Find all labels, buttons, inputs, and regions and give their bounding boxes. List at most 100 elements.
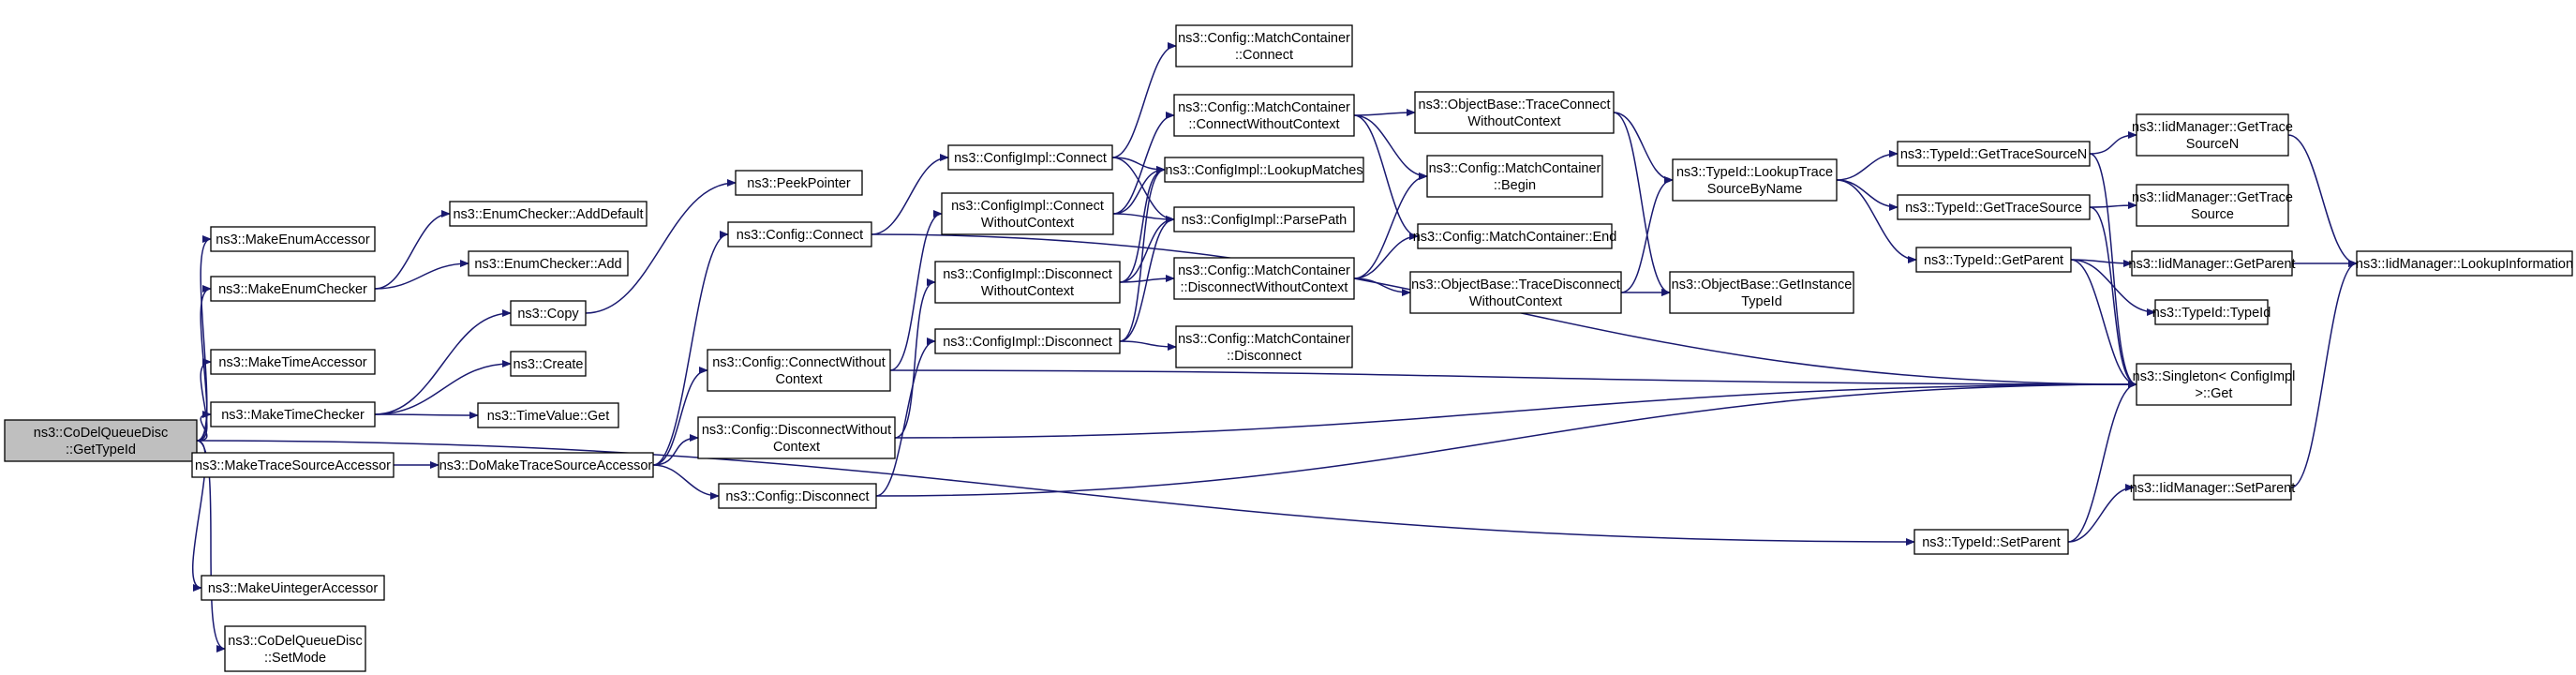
node-box[interactable]: [2136, 363, 2292, 406]
node-label-line: ns3::ConfigImpl::ParsePath: [1182, 213, 1348, 228]
node-mcDisconnect[interactable]: ns3::Config::MatchContainer::Disconnect: [1175, 325, 1353, 368]
node-root[interactable]: ns3::CoDelQueueDisc::GetTypeId: [4, 419, 198, 462]
node-setParent[interactable]: ns3::TypeId::SetParent: [1913, 529, 2069, 555]
node-singletonGet[interactable]: ns3::Singleton< ConfigImpl >::Get: [2133, 363, 2296, 406]
node-box[interactable]: [1175, 325, 1353, 368]
node-box[interactable]: [707, 349, 891, 392]
node-box[interactable]: [438, 452, 654, 478]
node-box[interactable]: [201, 575, 385, 601]
node-box[interactable]: [510, 351, 587, 377]
node-mcBegin[interactable]: ns3::Config::MatchContainer::Begin: [1426, 155, 1603, 198]
node-iidGetTraceSourceN[interactable]: ns3::IidManager::GetTraceSourceN: [2132, 113, 2293, 157]
edge-doMakeTSA-to-configDisconnectWC: [652, 434, 699, 466]
node-iidLookupInformation[interactable]: ns3::IidManager::LookupInformation: [2356, 250, 2573, 277]
node-box[interactable]: [224, 625, 366, 672]
node-configDisconnectWC[interactable]: ns3::Config::DisconnectWithoutContext: [697, 416, 896, 459]
node-box[interactable]: [2131, 250, 2293, 277]
node-lookupMatches[interactable]: ns3::ConfigImpl::LookupMatches: [1164, 157, 1364, 183]
node-box[interactable]: [1897, 141, 2091, 167]
node-box[interactable]: [510, 300, 587, 326]
node-box[interactable]: [1672, 158, 1838, 202]
node-makeEnumChecker[interactable]: ns3::MakeEnumChecker: [210, 276, 376, 302]
node-copy[interactable]: ns3::Copy: [510, 300, 587, 326]
node-implConnect[interactable]: ns3::ConfigImpl::Connect: [947, 144, 1113, 171]
edge-mcConnectWC-to-obTraceConnectWC: [1353, 109, 1416, 117]
node-mcEnd[interactable]: ns3::Config::MatchContainer::End: [1413, 223, 1617, 249]
node-implConnectWC[interactable]: ns3::ConfigImpl::ConnectWithoutContext: [941, 192, 1114, 235]
node-box[interactable]: [1164, 157, 1364, 183]
node-peekPointer[interactable]: ns3::PeekPointer: [735, 170, 863, 196]
node-implDisconnect[interactable]: ns3::ConfigImpl::Disconnect: [934, 328, 1121, 354]
node-makeTimeAccessor[interactable]: ns3::MakeTimeAccessor: [210, 349, 376, 375]
node-box[interactable]: [191, 452, 395, 478]
node-box[interactable]: [449, 201, 648, 227]
node-box[interactable]: [210, 349, 376, 375]
node-box[interactable]: [468, 250, 629, 277]
node-doMakeTSA[interactable]: ns3::DoMakeTraceSourceAccessor: [438, 452, 654, 478]
node-makeUintegerAccessor[interactable]: ns3::MakeUintegerAccessor: [201, 575, 385, 601]
node-box[interactable]: [1417, 223, 1613, 249]
node-box[interactable]: [1426, 155, 1603, 198]
edge-doMakeTSA-to-configConnectWC: [652, 367, 708, 466]
node-box[interactable]: [2136, 113, 2289, 157]
node-box[interactable]: [718, 483, 877, 509]
node-box[interactable]: [1669, 271, 1854, 314]
node-box[interactable]: [735, 170, 863, 196]
node-mcConnect[interactable]: ns3::Config::MatchContainer::Connect: [1175, 24, 1353, 68]
edge-makeEnumChecker-to-enumAdd: [374, 260, 469, 290]
node-box[interactable]: [210, 401, 376, 428]
node-enumAddDefault[interactable]: ns3::EnumChecker::AddDefault: [449, 201, 648, 227]
node-label-line: ns3::DoMakeTraceSourceAccessor: [439, 458, 653, 473]
node-box[interactable]: [210, 276, 376, 302]
node-box[interactable]: [1414, 91, 1615, 134]
node-box[interactable]: [2136, 184, 2289, 227]
node-box[interactable]: [1173, 94, 1355, 137]
node-enumAdd[interactable]: ns3::EnumChecker::Add: [468, 250, 629, 277]
node-box[interactable]: [1409, 271, 1622, 314]
node-box[interactable]: [941, 192, 1114, 235]
node-configConnectWC[interactable]: ns3::Config::ConnectWithoutContext: [707, 349, 891, 392]
node-iidSetParent[interactable]: ns3::IidManager::SetParent: [2130, 474, 2296, 501]
node-iidGetTraceSource[interactable]: ns3::IidManager::GetTraceSource: [2132, 184, 2293, 227]
node-box[interactable]: [1913, 529, 2069, 555]
edge-iidGetTraceSourceN-to-iidLookupInformation: [2287, 134, 2358, 267]
node-getParent[interactable]: ns3::TypeId::GetParent: [1915, 247, 2072, 273]
node-box[interactable]: [697, 416, 896, 459]
node-box[interactable]: [210, 226, 376, 252]
node-makeEnumAccessor[interactable]: ns3::MakeEnumAccessor: [210, 226, 376, 252]
node-box[interactable]: [1915, 247, 2072, 273]
node-getTraceSourceN[interactable]: ns3::TypeId::GetTraceSourceN: [1897, 141, 2091, 167]
node-box[interactable]: [1173, 257, 1355, 300]
node-iidGetParent[interactable]: ns3::IidManager::GetParent: [2128, 250, 2296, 277]
node-typeIdTypeId[interactable]: ns3::TypeId::TypeId: [2152, 299, 2271, 325]
edge-getTraceSource-to-iidGetTraceSource: [2089, 202, 2137, 210]
node-obTraceDisconnectWC[interactable]: ns3::ObjectBase::TraceDisconnectWithoutC…: [1409, 271, 1622, 314]
node-parsePath[interactable]: ns3::ConfigImpl::ParsePath: [1173, 206, 1355, 232]
node-box[interactable]: [2154, 299, 2269, 325]
node-configDisconnect[interactable]: ns3::Config::Disconnect: [718, 483, 877, 509]
node-implDisconnectWC[interactable]: ns3::ConfigImpl::DisconnectWithoutContex…: [934, 261, 1121, 304]
node-box[interactable]: [2356, 250, 2573, 277]
node-mcDisconnectWC[interactable]: ns3::Config::MatchContainer::DisconnectW…: [1173, 257, 1355, 300]
node-box[interactable]: [4, 419, 198, 462]
node-mcConnectWC[interactable]: ns3::Config::MatchContainer::ConnectWith…: [1173, 94, 1355, 137]
node-obTraceConnectWC[interactable]: ns3::ObjectBase::TraceConnectWithoutCont…: [1414, 91, 1615, 134]
node-box[interactable]: [477, 402, 619, 428]
node-box[interactable]: [2133, 474, 2292, 501]
node-box[interactable]: [1173, 206, 1355, 232]
node-getTraceSource[interactable]: ns3::TypeId::GetTraceSource: [1897, 194, 2091, 220]
node-makeTimeChecker[interactable]: ns3::MakeTimeChecker: [210, 401, 376, 428]
node-box[interactable]: [947, 144, 1113, 171]
node-box[interactable]: [934, 328, 1121, 354]
node-configConnect[interactable]: ns3::Config::Connect: [727, 221, 872, 248]
node-box[interactable]: [1897, 194, 2091, 220]
node-box[interactable]: [934, 261, 1121, 304]
node-box[interactable]: [727, 221, 872, 248]
node-create[interactable]: ns3::Create: [510, 351, 587, 377]
node-makeTraceSourceAccessor[interactable]: ns3::MakeTraceSourceAccessor: [191, 452, 395, 478]
node-setMode[interactable]: ns3::CoDelQueueDisc::SetMode: [224, 625, 366, 672]
node-timeValueGet[interactable]: ns3::TimeValue::Get: [477, 402, 619, 428]
node-box[interactable]: [1175, 24, 1353, 68]
